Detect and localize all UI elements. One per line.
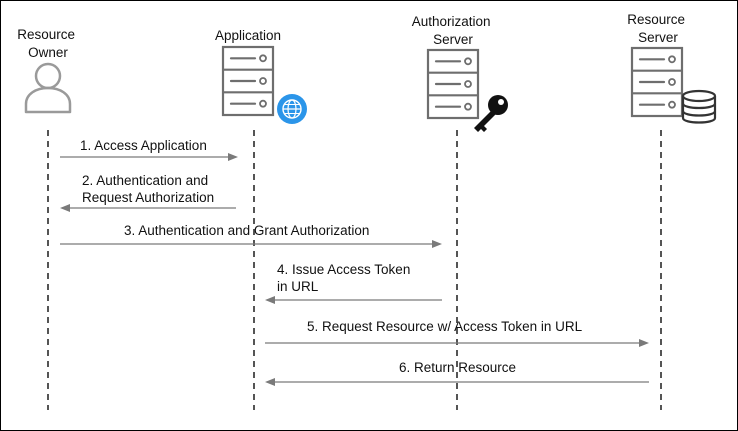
message-3: 3. Authentication and Grant Authorizatio… — [60, 223, 442, 248]
message-2: 2. Authentication and Request Authorizat… — [60, 173, 236, 212]
server-icon — [630, 46, 684, 118]
message-label-line: 5. Request Resource w/ Access Token in U… — [307, 319, 583, 334]
actor-label-line: Owner — [28, 45, 68, 60]
message-label: 3. Authentication and Grant Authorizatio… — [124, 223, 369, 238]
actor-label-line: Resource — [627, 12, 685, 27]
message-label-line: 3. Authentication and Grant Authorizatio… — [124, 223, 369, 238]
actor-resource-server: Resource Server — [627, 12, 717, 410]
actor-application: Application — [215, 28, 307, 410]
message-label: 4. Issue Access Token in URL — [277, 262, 414, 294]
arrow-head — [265, 296, 275, 304]
message-6: 6. Return Resource — [265, 360, 649, 386]
arrow-head — [639, 339, 649, 347]
actor-label: Resource Server — [627, 12, 689, 45]
message-label-line: 2. Authentication and — [82, 173, 208, 188]
arrow-head — [265, 378, 275, 386]
message-label-line: 4. Issue Access Token — [277, 262, 410, 277]
actor-resource-owner: Resource Owner — [17, 27, 79, 410]
actor-label: Authorization Server — [412, 14, 495, 47]
arrow-head — [432, 240, 442, 248]
actor-label-line: Server — [433, 32, 473, 47]
actor-label-line: Authorization — [412, 14, 491, 29]
message-label-line: 1. Access Application — [80, 138, 207, 153]
server-icon — [221, 45, 275, 117]
arrow-head — [60, 204, 70, 212]
actor-label-line: Server — [638, 30, 678, 45]
message-label: 6. Return Resource — [399, 360, 516, 375]
message-1: 1. Access Application — [60, 138, 238, 161]
actor-label-line: Resource — [17, 27, 75, 42]
message-label: 2. Authentication and Request Authorizat… — [82, 173, 214, 205]
server-icon — [426, 48, 480, 120]
message-4: 4. Issue Access Token in URL — [265, 262, 442, 304]
actor-label: Resource Owner — [17, 27, 79, 60]
message-label-line: in URL — [277, 279, 319, 294]
message-5: 5. Request Resource w/ Access Token in U… — [265, 319, 649, 347]
database-icon — [681, 89, 717, 124]
message-label-line: 6. Return Resource — [399, 360, 516, 375]
actor-label-line: Application — [215, 28, 281, 43]
message-label: 1. Access Application — [80, 138, 207, 153]
actor-label: Application — [215, 28, 281, 43]
person-icon — [24, 62, 72, 114]
arrow-head — [228, 153, 238, 161]
message-label-line: Request Authorization — [82, 190, 214, 205]
globe-icon — [277, 94, 307, 124]
actor-authorization-server: Authorization Server — [412, 14, 508, 410]
message-label: 5. Request Resource w/ Access Token in U… — [307, 319, 583, 334]
key-icon — [474, 95, 508, 132]
